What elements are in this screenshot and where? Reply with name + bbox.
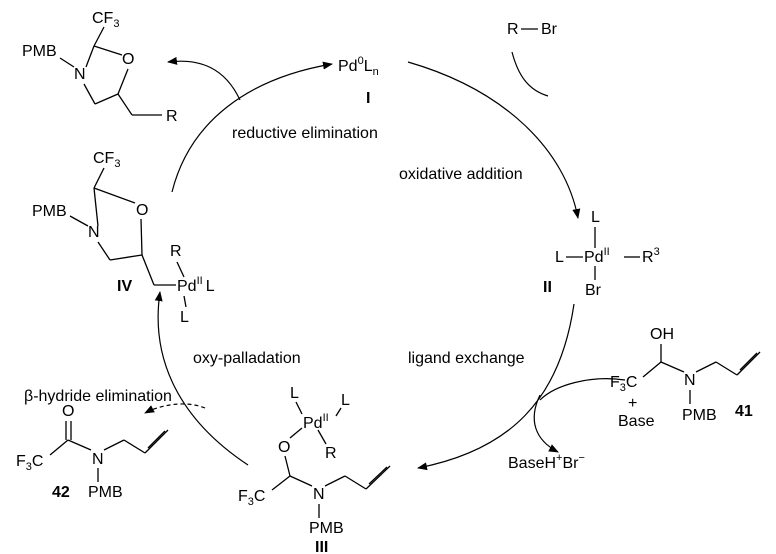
svg-text:L: L bbox=[180, 309, 189, 326]
arrow-base-hbr-out bbox=[533, 394, 559, 453]
arrow-to-product bbox=[167, 56, 241, 101]
svg-text:F3C: F3C bbox=[610, 374, 637, 394]
svg-text:Br: Br bbox=[541, 21, 558, 38]
svg-text:R: R bbox=[170, 243, 182, 260]
arc-oxidative-addition bbox=[407, 61, 581, 219]
svg-text:N: N bbox=[313, 486, 325, 503]
svg-text:PMB: PMB bbox=[22, 43, 57, 60]
label-IV: IV bbox=[117, 278, 132, 295]
svg-text:PMB: PMB bbox=[309, 520, 344, 537]
svg-text:PMB: PMB bbox=[88, 484, 123, 501]
label-41: 41 bbox=[735, 403, 753, 420]
svg-text:L: L bbox=[290, 385, 299, 402]
svg-text:N: N bbox=[88, 224, 100, 241]
svg-text:L: L bbox=[591, 209, 600, 226]
species-III: L PdII L R O F3C N PMB bbox=[238, 385, 391, 537]
byproduct-baseh-br: BaseH+Br− bbox=[508, 452, 585, 472]
arrow-reagent-41-in bbox=[539, 378, 626, 401]
svg-text:L: L bbox=[341, 392, 350, 409]
label-II: II bbox=[543, 279, 552, 296]
svg-text:O: O bbox=[122, 51, 134, 68]
arc-reductive-elimination bbox=[171, 61, 333, 193]
step-beta-hydride: β-hydride elimination bbox=[24, 388, 172, 405]
pd0-label: Pd0Ln bbox=[338, 55, 379, 78]
svg-text:CF3: CF3 bbox=[92, 10, 119, 30]
r-br: R Br bbox=[507, 21, 558, 38]
step-reductive-elimination: reductive elimination bbox=[232, 125, 378, 142]
step-oxy-palladation: oxy-palladation bbox=[193, 350, 301, 367]
svg-text:R: R bbox=[325, 445, 337, 462]
label-I: I bbox=[366, 90, 370, 107]
svg-text:F3C: F3C bbox=[238, 488, 265, 508]
svg-text:N: N bbox=[74, 66, 86, 83]
svg-text:Br: Br bbox=[585, 282, 602, 299]
label-III: III bbox=[315, 539, 328, 554]
label-42: 42 bbox=[52, 484, 70, 501]
arc-oxy-palladation bbox=[154, 291, 249, 466]
arrow-beta-hydride bbox=[144, 403, 206, 414]
svg-text:O: O bbox=[62, 403, 74, 420]
svg-text:O: O bbox=[278, 439, 290, 456]
svg-text:CF3: CF3 bbox=[93, 150, 120, 170]
svg-text:F3C: F3C bbox=[16, 453, 43, 473]
svg-text:OH: OH bbox=[650, 326, 674, 343]
svg-text:N: N bbox=[684, 372, 696, 389]
species-II: L L PdII R3 Br bbox=[555, 209, 660, 299]
svg-text:R: R bbox=[507, 21, 519, 38]
svg-text:PMB: PMB bbox=[32, 203, 67, 220]
svg-text:+: + bbox=[628, 395, 637, 412]
svg-text:PdII: PdII bbox=[303, 412, 329, 432]
arc-ligand-exchange bbox=[417, 303, 575, 471]
reagent-41: OH F3C N PMB + Base bbox=[610, 326, 761, 430]
svg-text:PMB: PMB bbox=[682, 407, 717, 424]
svg-text:R3: R3 bbox=[642, 246, 660, 266]
arrow-r-br-in bbox=[511, 51, 549, 97]
svg-text:N: N bbox=[92, 451, 104, 468]
svg-text:Base: Base bbox=[618, 413, 655, 430]
side-product-42: O F3C N PMB bbox=[16, 403, 169, 501]
svg-text:L: L bbox=[555, 249, 564, 266]
step-ligand-exchange: ligand exchange bbox=[408, 350, 525, 367]
svg-text:O: O bbox=[136, 202, 148, 219]
product-oxazolidine: CF3 PMB N O R bbox=[22, 10, 178, 125]
svg-text:PdII: PdII bbox=[584, 246, 610, 266]
step-oxidative-addition: oxidative addition bbox=[399, 166, 523, 183]
svg-text:R: R bbox=[166, 108, 178, 125]
